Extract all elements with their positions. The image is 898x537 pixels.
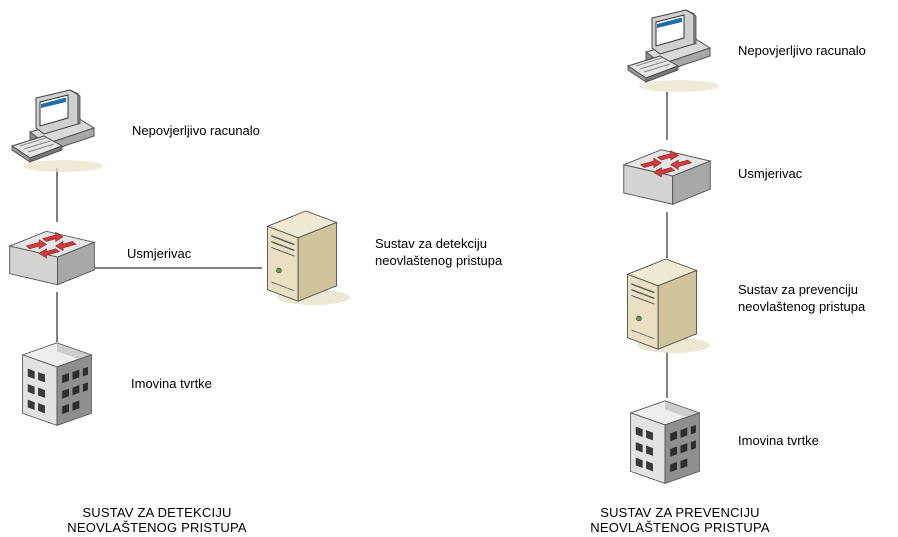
- left-caption-line1: SUSTAV ZA DETEKCIJU: [82, 505, 232, 520]
- left-server-icon: [266, 210, 350, 306]
- right-caption: SUSTAV ZA PREVENCIJU NEOVLAŠTENOG PRISTU…: [560, 505, 800, 535]
- left-caption-line2: NEOVLAŠTENOG PRISTUPA: [67, 520, 247, 535]
- left-building-icon: [22, 342, 92, 426]
- right-caption-line2: NEOVLAŠTENOG PRISTUPA: [590, 520, 770, 535]
- left-connections: [56, 168, 262, 342]
- left-pc-label: Nepovjerljivo racunalo: [132, 123, 260, 138]
- right-assets-label: Imovina tvrtke: [738, 433, 819, 448]
- right-router-label: Usmjerivac: [738, 166, 803, 181]
- right-building-icon: [630, 400, 700, 484]
- right-ips-label: Sustav za prevenciju neovlaštenog pristu…: [738, 281, 865, 315]
- right-pc-label: Nepovjerljivo racunalo: [738, 43, 866, 58]
- left-caption: SUSTAV ZA DETEKCIJU NEOVLAŠTENOG PRISTUP…: [37, 505, 277, 535]
- right-ips-label-line2: neovlaštenog pristupa: [738, 299, 866, 314]
- left-ids-label-line1: Sustav za detekciju: [375, 236, 488, 251]
- left-pc-icon: [11, 89, 104, 173]
- right-router-icon: [623, 149, 711, 205]
- left-router-icon: [9, 230, 95, 286]
- right-server-icon: [626, 258, 710, 354]
- right-ips-label-line1: Sustav za prevenciju: [738, 282, 858, 297]
- left-assets-label: Imovina tvrtke: [131, 376, 212, 391]
- left-ids-label-line2: neovlaštenog pristupa: [375, 253, 503, 268]
- right-caption-line1: SUSTAV ZA PREVENCIJU: [600, 505, 760, 520]
- left-ids-label: Sustav za detekciju neovlaštenog pristup…: [375, 235, 502, 269]
- left-router-label: Usmjerivac: [127, 246, 192, 261]
- right-pc-icon: [627, 9, 720, 93]
